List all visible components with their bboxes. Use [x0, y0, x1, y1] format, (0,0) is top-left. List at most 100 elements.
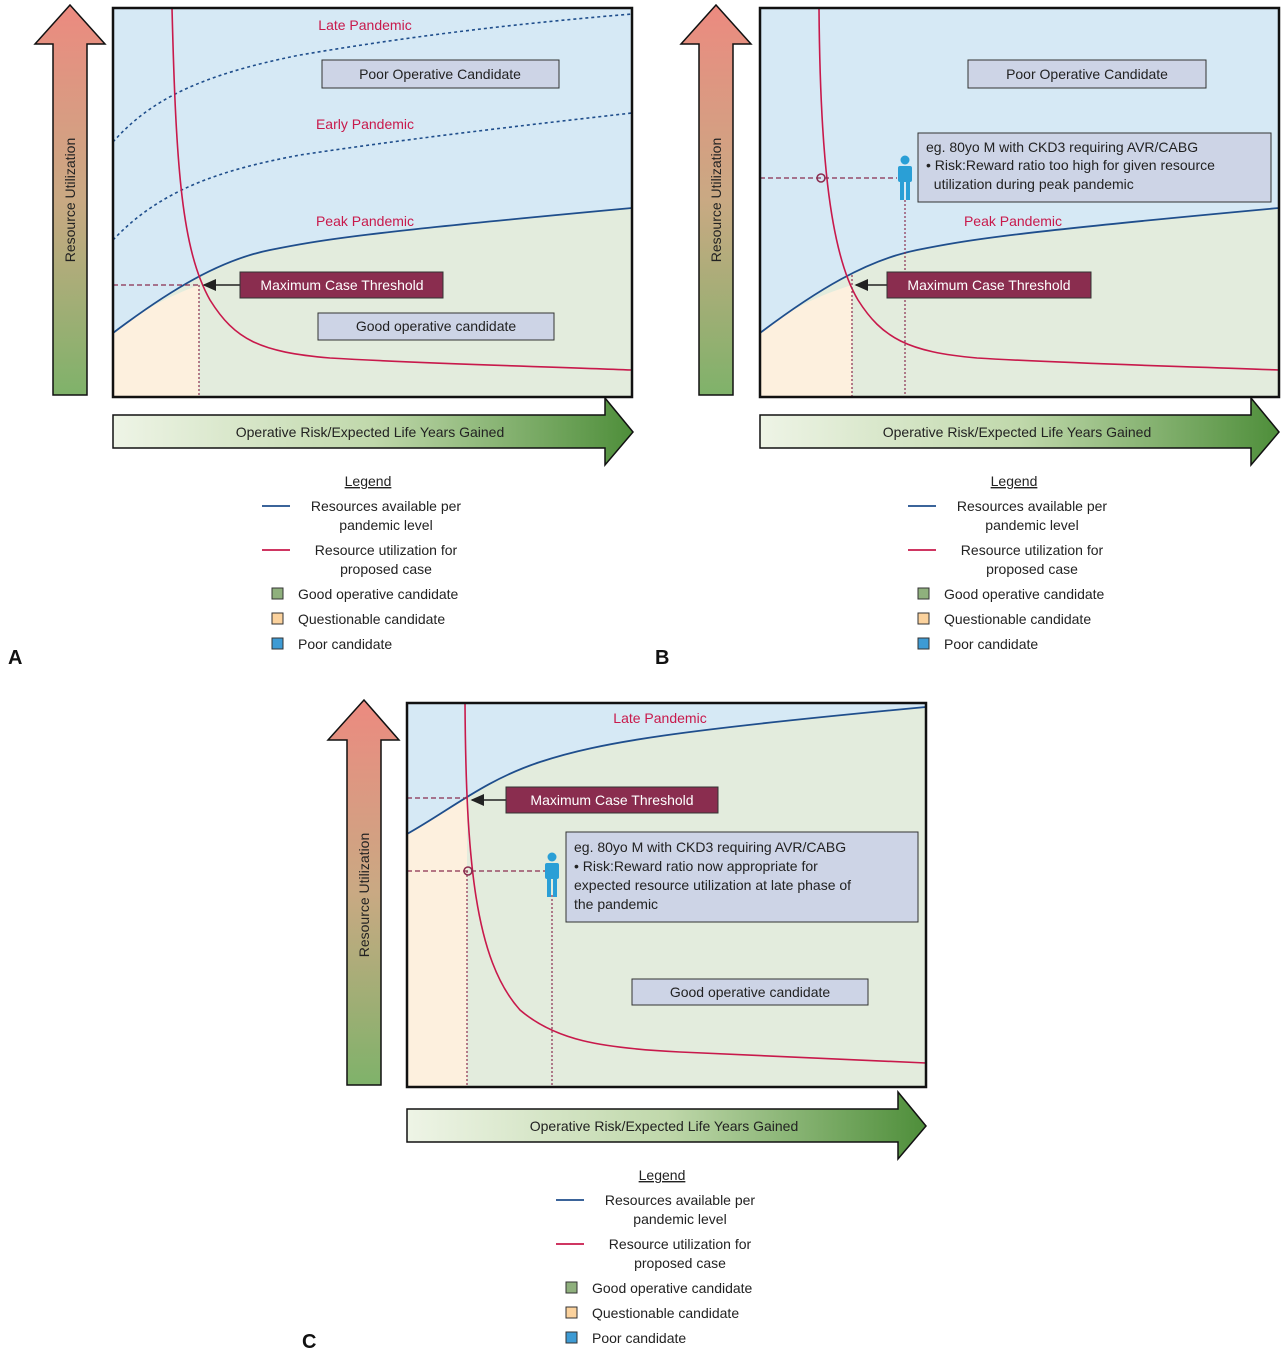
y-axis-label: Resource Utilization [62, 138, 78, 263]
panel-a: Resource Utilization Late Pandemic Early… [8, 3, 634, 669]
x-axis-arrow: Operative Risk/Expected Life Years Gaine… [112, 395, 634, 468]
x-axis-arrow: Operative Risk/Expected Life Years Gaine… [406, 1089, 927, 1162]
case-callout: eg. 80yo M with CKD3 requiring AVR/CABG … [917, 132, 1272, 203]
early-pandemic-curve [112, 112, 633, 241]
panel-letter: B [655, 647, 669, 669]
legend-swatch-box [271, 637, 284, 650]
legend-title: Legend [345, 473, 392, 489]
y-axis-arrow: Resource Utilization [679, 3, 753, 396]
panel-b: Resource Utilization Peak Pandemic Poor … [655, 3, 1281, 669]
late-pandemic-label: Late Pandemic [613, 710, 706, 726]
legend-item-text: Good operative candidate [944, 586, 1105, 602]
utilization-curve [171, 7, 633, 371]
legend-item: Poor candidate [917, 636, 1038, 652]
legend-item-text: Questionable candidate [592, 1305, 739, 1321]
callout-line-1: eg. 80yo M with CKD3 requiring AVR/CABG [926, 139, 1198, 155]
poor-candidate-box: Poor Operative Candidate [967, 59, 1207, 89]
questionable-region [760, 285, 852, 397]
legend-swatch-box [917, 637, 930, 650]
person-icon [545, 852, 559, 897]
y-axis-label: Resource Utilization [356, 833, 372, 958]
y-axis-arrow: Resource Utilization [33, 3, 107, 396]
y-axis-arrow: Resource Utilization [326, 698, 401, 1086]
y-axis-label: Resource Utilization [708, 138, 724, 263]
callout-line-4: the pandemic [574, 896, 658, 912]
legend-item-text: proposed case [986, 561, 1078, 577]
legend-item: Good operative candidate [565, 1280, 753, 1296]
poor-candidate-label: Poor Operative Candidate [359, 66, 521, 82]
callout-line-3: expected resource utilization at late ph… [574, 877, 851, 893]
late-pandemic-curve [406, 706, 927, 835]
poor-candidate-label: Poor Operative Candidate [1006, 66, 1168, 82]
legend-item-text: pandemic level [985, 517, 1078, 533]
legend-item: Resources available per pandemic level [908, 498, 1107, 533]
legend-item: Questionable candidate [565, 1305, 739, 1321]
legend-item: Good operative candidate [271, 586, 459, 602]
legend-item-text: Resource utilization for [609, 1236, 752, 1252]
peak-pandemic-label: Peak Pandemic [964, 213, 1062, 229]
peak-pandemic-curve [112, 207, 633, 334]
x-axis-label: Operative Risk/Expected Life Years Gaine… [530, 1118, 799, 1134]
legend-swatch-box [917, 587, 930, 600]
legend-swatch-box [271, 612, 284, 625]
legend-item: Questionable candidate [271, 611, 445, 627]
threshold-label: Maximum Case Threshold [530, 792, 693, 808]
legend-item-text: pandemic level [339, 517, 432, 533]
good-candidate-box: Good operative candidate [317, 312, 555, 341]
good-candidate-box: Good operative candidate [631, 978, 869, 1006]
threshold-label: Maximum Case Threshold [260, 277, 423, 293]
legend-item: Poor candidate [271, 636, 392, 652]
callout-line-2: • Risk:Reward ratio now appropriate for [574, 858, 818, 874]
case-callout: eg. 80yo M with CKD3 requiring AVR/CABG … [565, 831, 919, 923]
legend-title: Legend [639, 1167, 686, 1183]
legend-item-text: Resource utilization for [315, 542, 458, 558]
legend-item-text: pandemic level [633, 1211, 726, 1227]
callout-line-2: • Risk:Reward ratio too high for given r… [926, 157, 1215, 173]
good-region [113, 208, 632, 397]
utilization-curve [464, 702, 927, 1064]
case-intersection-marker [816, 173, 826, 183]
legend-item-text: Good operative candidate [298, 586, 459, 602]
x-axis-label: Operative Risk/Expected Life Years Gaine… [883, 424, 1152, 440]
good-candidate-label: Good operative candidate [356, 318, 517, 334]
panel-c: Resource Utilization Late Pandemic Maxim… [302, 698, 928, 1353]
late-pandemic-curve [112, 13, 633, 143]
case-intersection-marker [463, 866, 473, 876]
legend-item-text: Resources available per [311, 498, 462, 514]
questionable-region [113, 285, 199, 397]
threshold-box: Maximum Case Threshold [470, 786, 719, 814]
threshold-label: Maximum Case Threshold [907, 277, 1070, 293]
legend-item-text: Questionable candidate [944, 611, 1091, 627]
legend-item-text: Resources available per [957, 498, 1108, 514]
legend-swatch-box [565, 1306, 578, 1319]
threshold-box: Maximum Case Threshold [854, 271, 1092, 299]
early-pandemic-label: Early Pandemic [316, 116, 414, 132]
legend-item-text: Poor candidate [592, 1330, 686, 1346]
person-icon [898, 155, 912, 200]
legend-item-text: Poor candidate [944, 636, 1038, 652]
x-axis-label: Operative Risk/Expected Life Years Gaine… [236, 424, 505, 440]
good-region [760, 208, 1279, 397]
legend-item-text: proposed case [340, 561, 432, 577]
panel-letter: C [302, 1331, 316, 1353]
x-axis-arrow: Operative Risk/Expected Life Years Gaine… [759, 395, 1280, 468]
legend-item: Resources available per pandemic level [262, 498, 461, 533]
legend-item: Questionable candidate [917, 611, 1091, 627]
legend-item: Resource utilization for proposed case [262, 542, 458, 577]
legend-swatch-box [565, 1331, 578, 1344]
late-pandemic-label: Late Pandemic [318, 17, 411, 33]
callout-line-1: eg. 80yo M with CKD3 requiring AVR/CABG [574, 839, 846, 855]
plot-area [111, 6, 634, 399]
questionable-region [407, 798, 467, 1087]
peak-pandemic-curve [759, 207, 1280, 334]
callout-line-3: utilization during peak pandemic [926, 176, 1134, 192]
legend-item-text: Poor candidate [298, 636, 392, 652]
legend-swatch-box [917, 612, 930, 625]
